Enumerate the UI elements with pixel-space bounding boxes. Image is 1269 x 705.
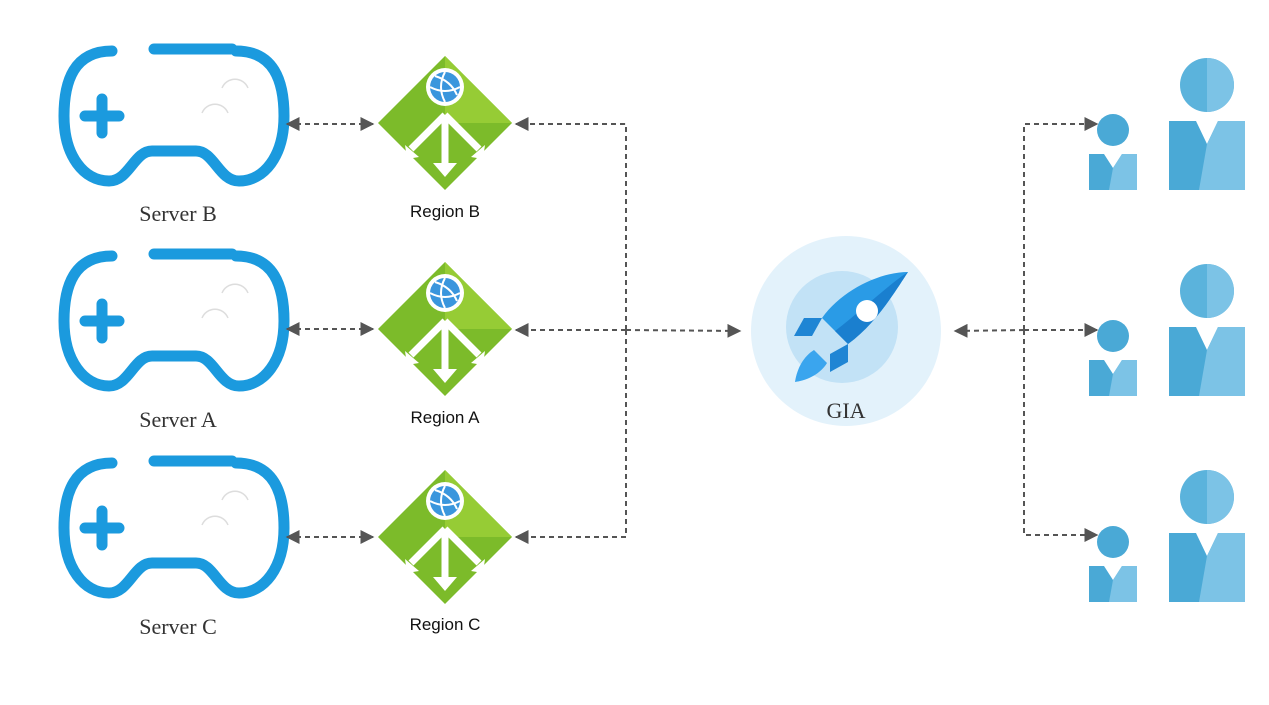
gia-hub: GIA <box>751 236 941 426</box>
connector-bus-hub <box>625 323 742 338</box>
hub-label: GIA <box>826 398 865 423</box>
server-label: Server B <box>139 201 217 226</box>
traffic-manager-icon <box>378 262 512 396</box>
server-c: Server C <box>64 461 284 639</box>
server-label: Server C <box>139 614 217 639</box>
region-label: Region B <box>410 202 480 221</box>
connector-hub-bus <box>953 323 1025 338</box>
server-b: Server B <box>64 49 284 226</box>
region-label: Region C <box>410 615 481 634</box>
players-icon <box>1089 470 1245 602</box>
region-a: Region A <box>378 262 512 427</box>
region-c: Region C <box>378 470 512 634</box>
game-controller-icon <box>64 254 284 386</box>
server-label: Server A <box>139 407 217 432</box>
server-a: Server A <box>64 254 284 432</box>
connector-bus-players-top <box>1023 117 1099 330</box>
players-icon <box>1089 58 1245 190</box>
traffic-manager-icon <box>378 56 512 190</box>
connector-bus-region-b <box>514 117 627 330</box>
region-b: Region B <box>378 56 512 221</box>
connector-bus-players-bottom <box>1023 330 1099 542</box>
game-controller-icon <box>64 461 284 593</box>
traffic-manager-icon <box>378 470 512 604</box>
players-icon <box>1089 264 1245 396</box>
rocket-icon <box>794 272 908 382</box>
game-controller-icon <box>64 49 284 181</box>
region-label: Region A <box>411 408 481 427</box>
connector-bus-region-c <box>514 330 627 544</box>
